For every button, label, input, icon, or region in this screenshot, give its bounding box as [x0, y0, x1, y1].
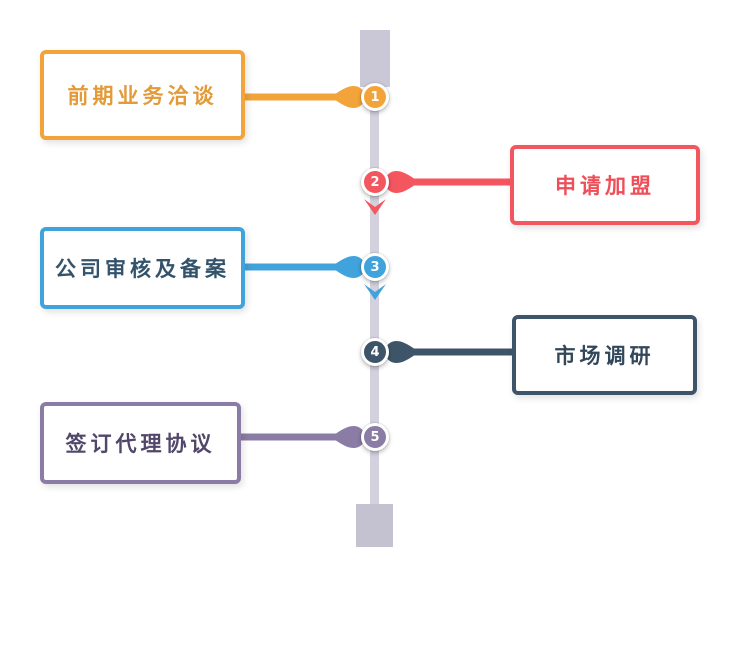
step-box-1: 前期业务洽谈	[40, 50, 245, 140]
step-label-2: 申请加盟	[555, 174, 655, 198]
timeline-top-cap	[360, 30, 390, 87]
timeline-bottom-cap	[356, 504, 393, 547]
step-number-5: 5	[370, 429, 380, 445]
step-box-3: 公司审核及备案	[40, 227, 245, 309]
connector-step-1	[245, 86, 365, 108]
step-box-4: 市场调研	[512, 315, 697, 395]
step-number-2: 2	[370, 174, 380, 190]
step-node-2: 2	[361, 168, 389, 196]
step-label-5: 签订代理协议	[65, 432, 216, 456]
connector-step-3	[245, 256, 365, 278]
down-arrow-step-2	[364, 199, 386, 215]
step-box-2: 申请加盟	[510, 145, 700, 225]
step-label-1: 前期业务洽谈	[67, 84, 218, 108]
step-number-4: 4	[370, 344, 380, 360]
step-number-3: 3	[370, 259, 380, 275]
step-number-1: 1	[370, 89, 380, 105]
step-label-4: 市场调研	[554, 344, 655, 368]
step-box-5: 签订代理协议	[40, 402, 241, 484]
step-label-3: 公司审核及备案	[55, 257, 230, 281]
connector-step-4	[385, 341, 512, 363]
down-arrow-step-3	[364, 284, 386, 300]
step-node-3: 3	[361, 253, 389, 281]
connector-step-2	[385, 171, 510, 193]
step-node-1: 1	[361, 83, 389, 111]
step-node-4: 4	[361, 338, 389, 366]
step-node-5: 5	[361, 423, 389, 451]
connector-step-5	[241, 426, 365, 448]
